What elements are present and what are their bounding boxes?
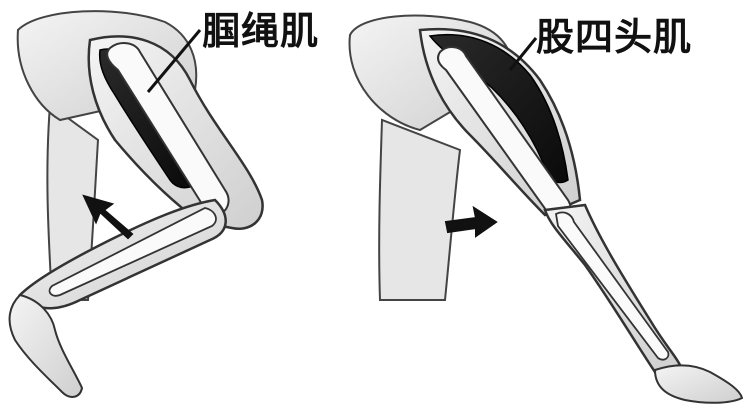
right-leg-figure <box>350 16 742 403</box>
hamstring-label: 腘绳肌 <box>202 12 319 50</box>
quadriceps-label: 股四头肌 <box>536 18 692 56</box>
left-leg-figure <box>10 11 263 397</box>
left-foot <box>10 295 82 397</box>
right-back-leg <box>379 120 460 300</box>
right-tibia <box>556 212 668 359</box>
right-foot <box>655 365 742 402</box>
